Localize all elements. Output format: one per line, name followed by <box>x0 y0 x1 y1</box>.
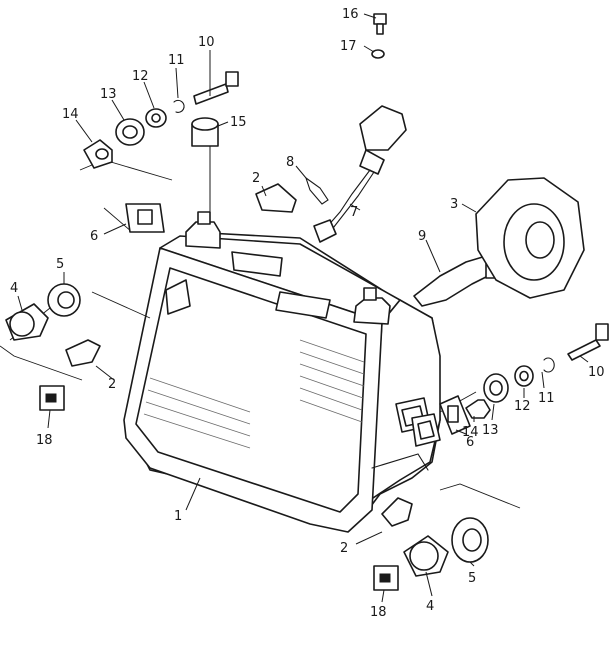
leader-lines <box>17 13 589 603</box>
callout-8: 8 <box>286 155 294 170</box>
callout-labels: 1 2 2 2 3 4 4 5 5 6 6 7 8 9 10 10 11 11 … <box>10 7 605 620</box>
callout-17: 17 <box>340 39 357 54</box>
callout-2-left: 2 <box>108 377 116 392</box>
callout-11-top: 11 <box>168 53 185 68</box>
lens-texture <box>143 339 365 449</box>
callout-3: 3 <box>450 197 458 212</box>
callout-10-right: 10 <box>588 365 605 380</box>
callout-1: 1 <box>174 509 182 524</box>
callout-5-bottom: 5 <box>468 571 476 586</box>
callout-9: 9 <box>418 229 426 244</box>
callout-13-right: 13 <box>482 423 499 438</box>
callout-2-top: 2 <box>252 171 260 186</box>
callout-10-top: 10 <box>198 35 215 50</box>
callout-12-top: 12 <box>132 69 149 84</box>
callout-11-right: 11 <box>538 391 555 406</box>
callout-7: 7 <box>350 205 358 220</box>
callout-16: 16 <box>342 7 359 22</box>
right-mount-hardware <box>439 323 609 435</box>
callout-14-right: 14 <box>462 425 479 440</box>
top-left-mount-hardware <box>83 71 239 233</box>
callout-18-bottom: 18 <box>370 605 387 620</box>
callout-6-right: 6 <box>466 435 474 450</box>
top-hardware <box>255 13 585 307</box>
callout-15: 15 <box>230 115 247 130</box>
callout-13-top: 13 <box>100 87 117 102</box>
headlight-unit <box>123 211 441 533</box>
callout-18-left: 18 <box>36 433 53 448</box>
callout-6-left: 6 <box>90 229 98 244</box>
callout-14-top: 14 <box>62 107 79 122</box>
callout-4-bottom: 4 <box>426 599 434 614</box>
callout-12-right: 12 <box>514 399 531 414</box>
callout-5-left: 5 <box>56 257 64 272</box>
callout-2-bottom: 2 <box>340 541 348 556</box>
callout-4-left: 4 <box>10 281 18 296</box>
bottom-hardware <box>373 497 489 591</box>
left-side-hardware <box>5 283 101 411</box>
